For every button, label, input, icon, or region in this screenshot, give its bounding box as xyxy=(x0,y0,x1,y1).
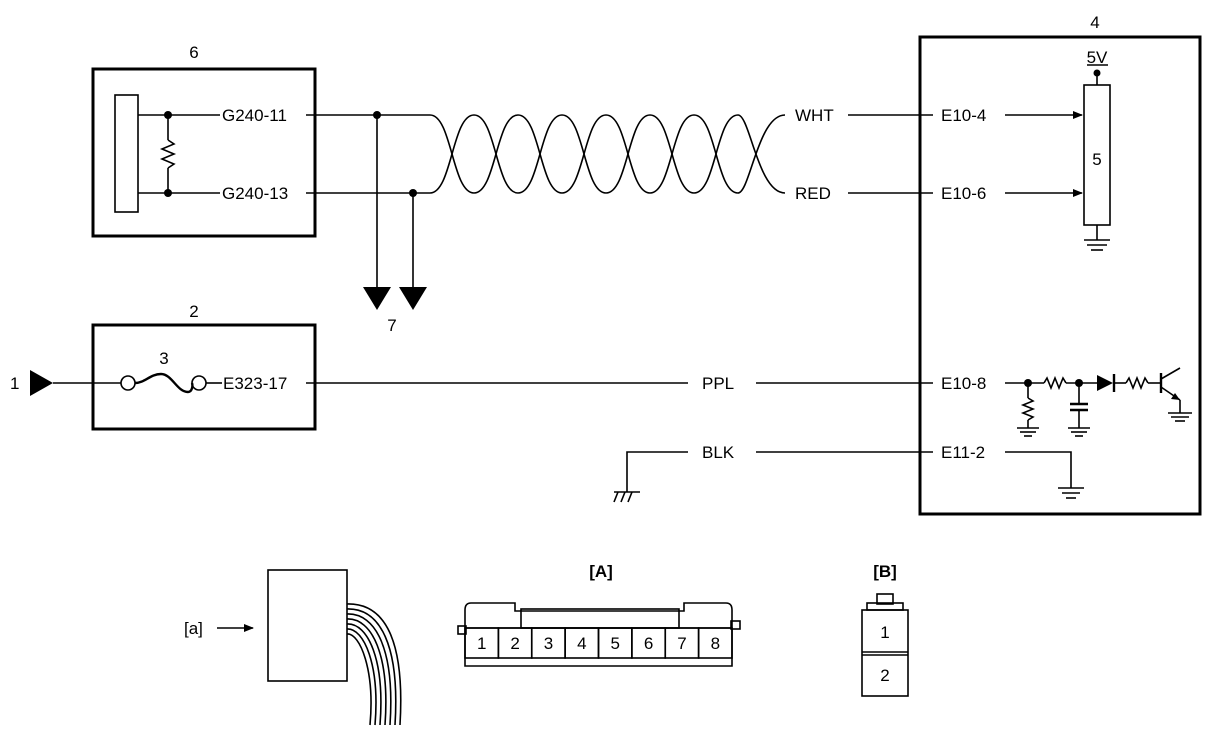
wire-color-red: RED xyxy=(795,184,831,203)
connector-a-label: [A] xyxy=(589,562,613,581)
label-3: 3 xyxy=(159,349,168,368)
connector-b-pin: 1 xyxy=(880,623,889,642)
resistor-icon xyxy=(1020,397,1036,421)
twisted-pair-wires: 7 WHT RED xyxy=(306,106,933,335)
connector-a: [A] 1 2 3 4 5 6 7 8 xyxy=(457,562,741,667)
junction-dot xyxy=(373,111,381,119)
terminal-e11-2: E11-2 xyxy=(941,443,985,462)
label-5: 5 xyxy=(1092,150,1101,169)
connector-a-pin: 8 xyxy=(711,634,720,653)
ground-icon xyxy=(1068,427,1090,437)
terminal-g240-13: G240-13 xyxy=(222,184,288,203)
connector-a-pin: 1 xyxy=(477,634,486,653)
terminal-e10-4: E10-4 xyxy=(941,106,986,125)
component-6: 6 G240-11 G240-13 xyxy=(91,43,317,238)
harness-wires xyxy=(346,603,402,726)
connector-a-pin: 4 xyxy=(577,634,586,653)
label-5v: 5V xyxy=(1087,48,1108,67)
fuse-terminal xyxy=(191,375,207,391)
ground-point-icon xyxy=(363,287,391,310)
component-6-box xyxy=(91,67,317,238)
supply-dot xyxy=(1093,69,1101,77)
fuse-terminal xyxy=(120,375,136,391)
junction-dot xyxy=(164,111,172,119)
component-2-box xyxy=(91,323,317,431)
component-4-box xyxy=(918,35,1202,516)
connector-a-pin: 3 xyxy=(544,634,553,653)
label-6: 6 xyxy=(189,43,198,62)
connector-a-housing xyxy=(464,602,733,667)
component-4: 4 E10-4 E10-6 E10-8 E11-2 5 5V xyxy=(918,13,1202,516)
connector-b-label: [B] xyxy=(873,562,897,581)
label-7: 7 xyxy=(387,316,396,335)
ground-point-icon xyxy=(399,287,427,310)
connector-b-housing xyxy=(861,609,909,697)
connector-a-pin: 6 xyxy=(644,634,653,653)
junction-dot xyxy=(409,189,417,197)
connector-b: [B] 1 2 xyxy=(861,562,909,697)
terminal-e10-6: E10-6 xyxy=(941,184,986,203)
resistor-icon xyxy=(1125,375,1149,391)
connector-a-pin: 2 xyxy=(510,634,519,653)
connector-a-pin: 5 xyxy=(610,634,619,653)
terminal-e323-17: E323-17 xyxy=(223,374,287,393)
wire-color-wht: WHT xyxy=(795,106,834,125)
transistor-icon xyxy=(1159,367,1181,413)
twisted-wire-a xyxy=(429,114,786,194)
wire-color-blk: BLK xyxy=(702,443,735,462)
component-2: 2 1 3 E323-17 xyxy=(10,302,317,431)
chassis-ground-icon xyxy=(613,491,640,503)
fuse-icon xyxy=(134,372,194,394)
connector-a-pins: 1 2 3 4 5 6 7 8 xyxy=(464,627,733,659)
label-2: 2 xyxy=(189,302,198,321)
label-4: 4 xyxy=(1090,13,1099,32)
resistor-icon xyxy=(159,139,177,169)
terminal-g240-11: G240-11 xyxy=(222,106,287,125)
sensor-element xyxy=(114,94,139,213)
power-source-icon xyxy=(30,370,53,396)
harness-connector-body xyxy=(267,569,348,682)
wire-color-ppl: PPL xyxy=(702,374,734,393)
label-1: 1 xyxy=(10,374,19,393)
harness-view: [a] xyxy=(184,569,402,726)
connector-a-pin: 7 xyxy=(677,634,686,653)
connector-b-pin: 2 xyxy=(880,666,889,685)
junction-dot xyxy=(164,189,172,197)
connector-b-latch xyxy=(876,593,894,605)
terminal-e10-8: E10-8 xyxy=(941,374,986,393)
diode-icon xyxy=(1097,374,1116,392)
ground-icon xyxy=(1058,487,1084,499)
connector-a-pin-cell xyxy=(697,627,733,659)
connector-a-latch xyxy=(520,608,680,629)
ground-icon xyxy=(1084,225,1110,251)
ground-icon xyxy=(1017,427,1039,437)
ground-icon xyxy=(1168,412,1192,422)
view-label-a: [a] xyxy=(184,619,203,638)
twisted-wire-b xyxy=(429,114,786,194)
resistor-icon xyxy=(1043,375,1067,391)
